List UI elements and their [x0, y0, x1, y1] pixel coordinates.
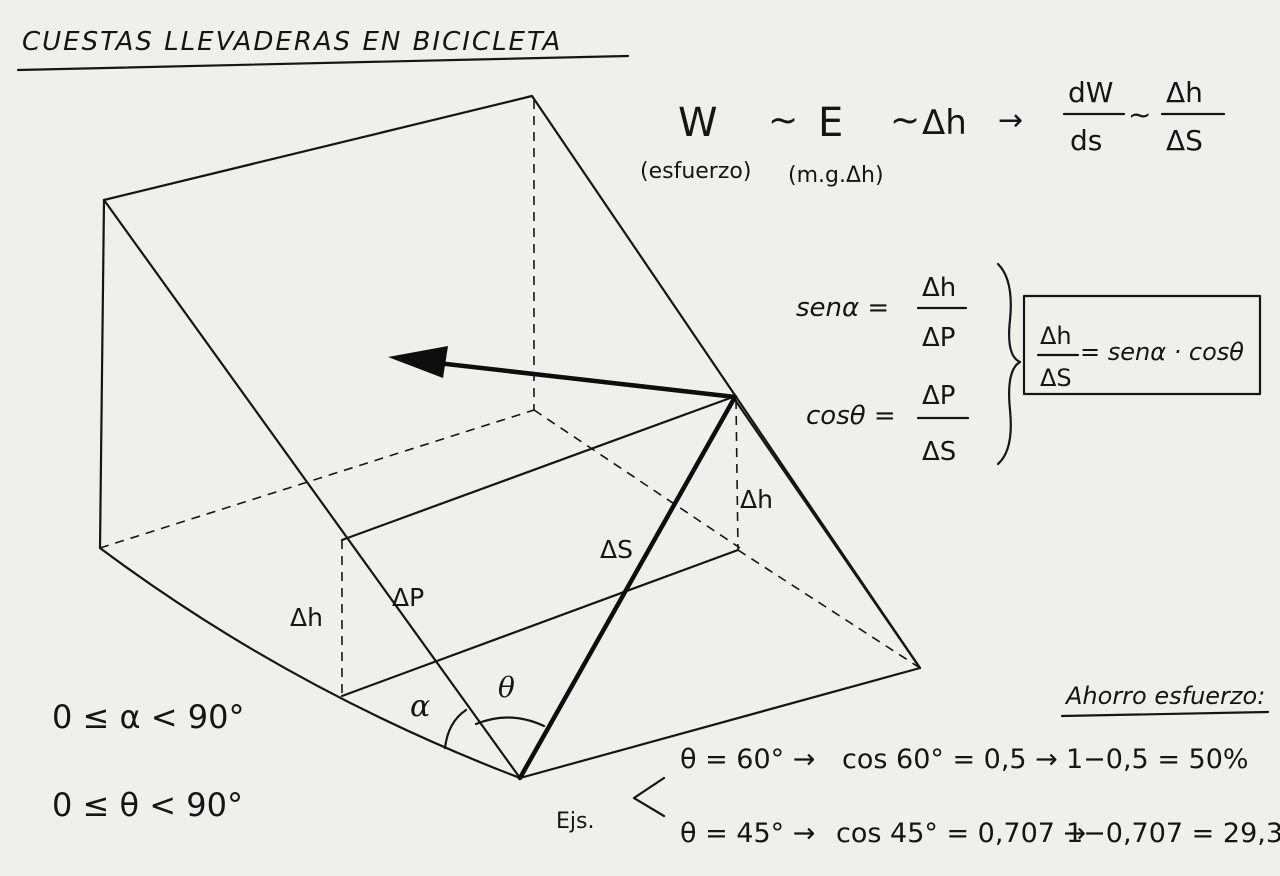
hidden-back-base: [99, 409, 535, 549]
prism-left-vertical-edge: [98, 198, 106, 550]
savings-header-underline: [1060, 710, 1270, 718]
slab-bottom-line: [340, 548, 740, 698]
direction-arrow-shaft: [417, 358, 738, 400]
prism-top-edge: [102, 94, 922, 670]
alpha-range: 0 ≤ α < 90°: [52, 698, 244, 736]
example-chevron: [632, 776, 666, 818]
label-theta: θ: [498, 671, 515, 704]
savings-header: Ahorro esfuerzo:: [1064, 682, 1265, 710]
savings-examples: Ahorro esfuerzo: Ejs. θ = 60° → cos 60° …: [556, 682, 1280, 849]
row1-angle: θ = 60° →: [680, 744, 815, 775]
trig-identities: senα = Δh ΔP cosθ = ΔP ΔS: [796, 262, 1022, 467]
row2-angle: θ = 45° →: [680, 818, 815, 849]
prism-base-right-edge: [518, 666, 922, 780]
relation-formula: W ~ E ~ Δh → dW ds ~ Δh ΔS (esfuerzo) (m…: [640, 76, 1226, 188]
result-box: [1022, 294, 1262, 396]
row2-cos: cos 45° = 0,707 →: [836, 818, 1086, 849]
prism-bottom-curve: [98, 546, 522, 780]
boxed-rhs: = senα · cosθ: [1080, 338, 1244, 366]
sin-den: ΔP: [922, 323, 955, 353]
relation-dw: dW: [1068, 76, 1113, 109]
direction-arrowhead: [388, 346, 448, 378]
boxed-den: ΔS: [1040, 364, 1072, 392]
row1-cos: cos 60° = 0,5 →: [842, 744, 1058, 775]
alpha-arc: [443, 708, 468, 750]
relation-w: W: [678, 100, 718, 146]
hidden-lower-right: [737, 549, 921, 669]
boxed-result: Δh ΔS = senα · cosθ: [1022, 294, 1262, 396]
row1-result: 1−0,5 = 50%: [1066, 744, 1249, 775]
theta-arc: [474, 716, 546, 728]
sin-lhs: senα =: [796, 293, 889, 323]
relation-dh: Δh: [922, 103, 967, 143]
title-underline: [16, 54, 630, 72]
hidden-slab-right-vertical: [735, 399, 739, 551]
relation-arrow: →: [998, 103, 1023, 138]
prism-diagram: Δh ΔP ΔS Δh α θ: [98, 94, 922, 781]
relation-energy-note: (m.g.Δh): [788, 163, 884, 188]
label-dh-right: Δh: [740, 485, 773, 514]
label-dp: ΔP: [392, 583, 424, 612]
relation-frac2-den: ΔS: [1166, 124, 1203, 157]
relation-ds: ds: [1070, 124, 1102, 157]
right-brace: [996, 262, 1022, 466]
row2-result: 1−0,707 = 29,3%: [1066, 818, 1280, 849]
cos-den: ΔS: [922, 437, 956, 467]
relation-esfuerzo-note: (esfuerzo): [640, 159, 751, 184]
slab-top-line: [340, 395, 735, 542]
boxed-num: Δh: [1040, 322, 1072, 350]
sin-num: Δh: [922, 273, 956, 303]
prism-hypotenuse-edge: [102, 198, 522, 780]
slope-edge-right: [731, 395, 922, 670]
page-title: CUESTAS LLEVADERAS EN BICICLETA: [22, 27, 562, 57]
cos-num: ΔP: [922, 381, 955, 411]
relation-sim3: ~: [1128, 98, 1151, 131]
label-ds: ΔS: [600, 535, 633, 564]
relation-sim2: ~: [890, 100, 920, 141]
label-alpha: α: [410, 689, 430, 724]
relation-frac2-num: Δh: [1166, 76, 1203, 109]
label-dh-left: Δh: [290, 603, 323, 632]
example-label: Ejs.: [556, 809, 594, 834]
path-ds-line: [517, 394, 738, 781]
relation-sim1: ~: [768, 100, 798, 141]
cos-lhs: cosθ =: [806, 401, 896, 431]
theta-range: 0 ≤ θ < 90°: [52, 786, 243, 824]
relation-e: E: [818, 100, 843, 146]
hidden-base-diagonal: [533, 409, 741, 549]
